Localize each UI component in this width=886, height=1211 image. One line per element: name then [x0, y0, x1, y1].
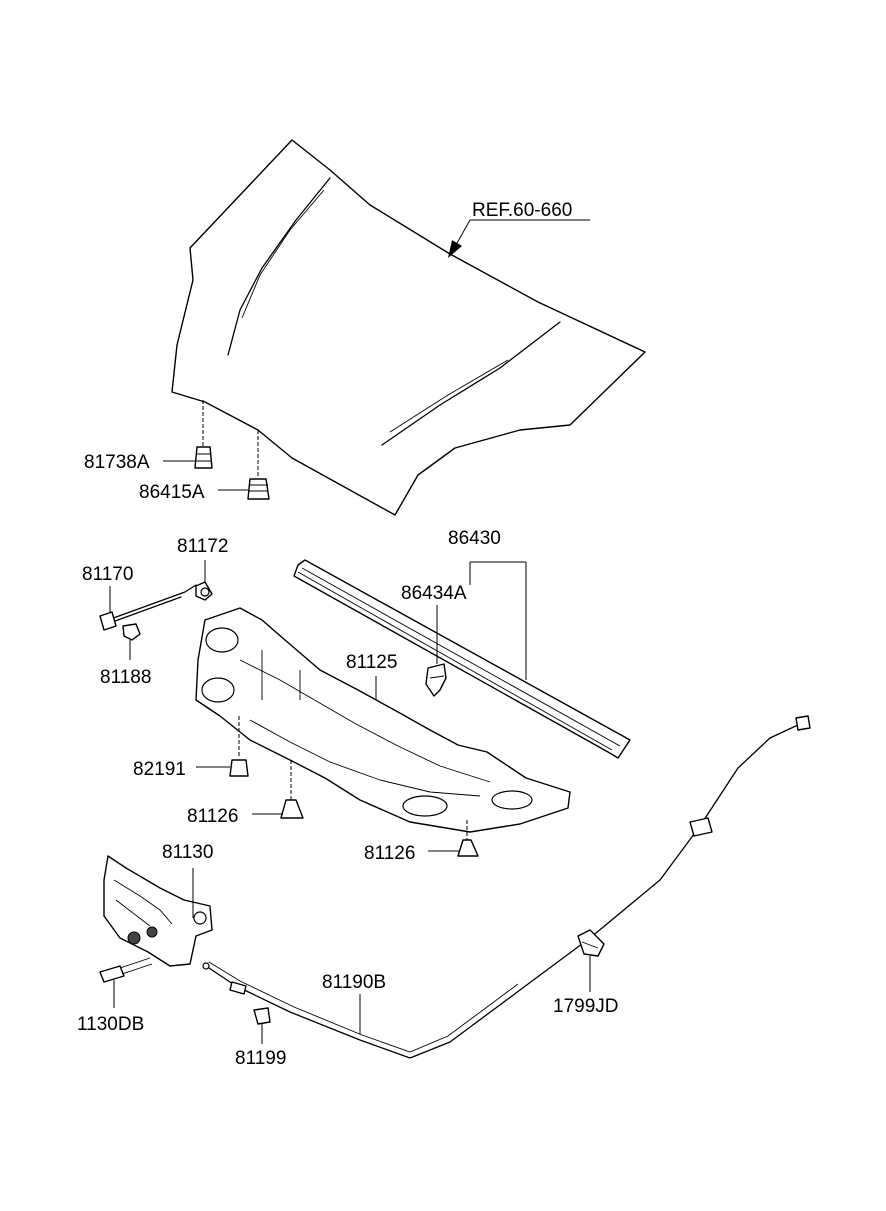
label-81172: 81172 — [177, 536, 228, 557]
hood-seal-86430 — [293, 559, 631, 759]
clamp-1799JD — [577, 929, 605, 992]
label-86430: 86430 — [448, 528, 501, 549]
bumper-86415A — [218, 430, 270, 500]
label-81126-left: 81126 — [187, 806, 238, 827]
label-81188: 81188 — [100, 667, 151, 688]
label-1130DB: 1130DB — [77, 1014, 144, 1035]
release-cable-81190B — [202, 715, 811, 1059]
clip-81126-left — [252, 760, 304, 819]
clip-81199 — [253, 1007, 271, 1044]
label-ref-hood: REF.60-660 — [472, 200, 572, 221]
label-82191: 82191 — [133, 759, 186, 780]
label-86434A: 86434A — [401, 583, 467, 604]
hood-insulator-81125 — [195, 607, 571, 833]
bumper-81738A — [163, 400, 213, 469]
label-81738A: 81738A — [84, 452, 150, 473]
clip-81126-right — [428, 820, 479, 857]
clip-81188 — [122, 623, 141, 660]
label-81190B: 81190B — [322, 972, 386, 993]
label-81170: 81170 — [82, 564, 133, 585]
label-81199: 81199 — [235, 1048, 286, 1069]
grommet-82191 — [196, 716, 249, 777]
hood-stay-rod — [99, 560, 213, 631]
hood-panel — [171, 139, 646, 516]
label-86415A: 86415A — [139, 482, 205, 503]
clip-86434A — [425, 605, 447, 697]
label-81125: 81125 — [346, 652, 397, 673]
bolt-1130DB — [99, 957, 153, 1008]
hood-latch-81130 — [103, 855, 213, 967]
ref-leader — [448, 219, 590, 258]
label-81126-right: 81126 — [364, 843, 415, 864]
label-81130: 81130 — [162, 842, 213, 863]
label-1799JD: 1799JD — [553, 996, 619, 1017]
